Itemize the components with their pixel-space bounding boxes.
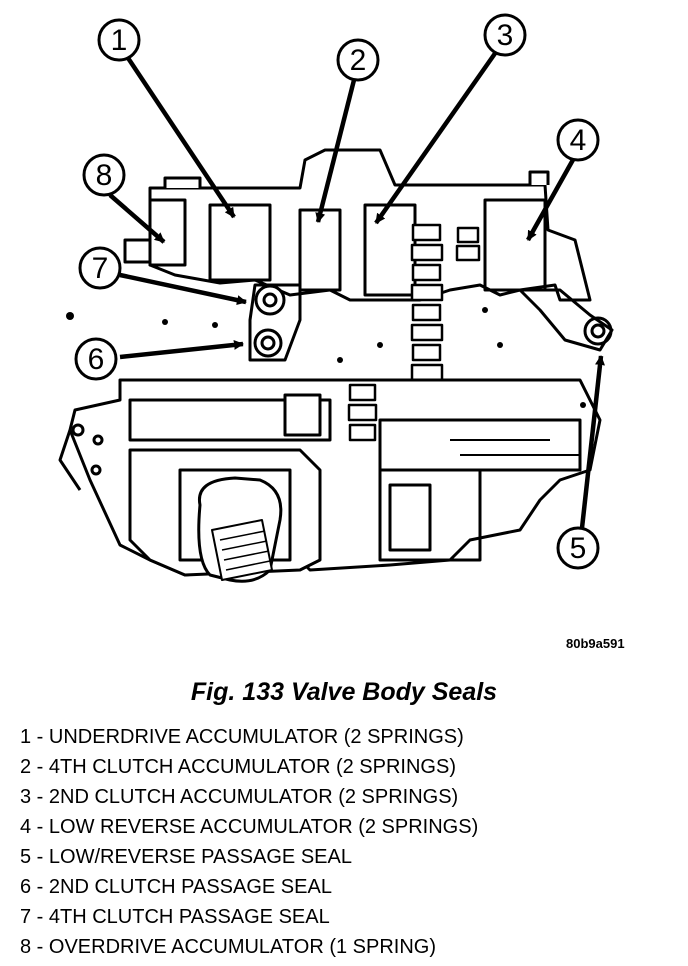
leader-7 <box>119 272 247 306</box>
callout-4-label: 4 <box>570 124 587 157</box>
callout-2: 2 <box>336 38 380 82</box>
callout-6: 6 <box>74 337 118 381</box>
leader-5 <box>579 355 605 529</box>
valve-body-illustration <box>58 148 614 583</box>
callout-3: 3 <box>483 13 527 57</box>
legend-item: 7 - 4TH CLUTCH PASSAGE SEAL <box>20 906 330 928</box>
valve-body-diagram: 1 2 3 4 5 6 7 8 <box>58 13 614 583</box>
image-code: 80b9a591 <box>566 636 625 651</box>
callout-7: 7 <box>78 246 122 290</box>
callout-1: 1 <box>97 18 141 62</box>
callout-6-label: 6 <box>88 343 105 376</box>
leader-6 <box>119 339 244 360</box>
leader-1 <box>126 56 236 219</box>
leader-3 <box>374 50 498 225</box>
figure-title: Fig. 133 Valve Body Seals <box>190 678 498 706</box>
leader-4 <box>526 156 576 242</box>
legend-item: 6 - 2ND CLUTCH PASSAGE SEAL <box>20 876 332 898</box>
bolt-holes <box>66 307 586 408</box>
leader-2 <box>315 79 357 223</box>
callout-4: 4 <box>556 118 600 162</box>
callout-7-label: 7 <box>92 252 109 285</box>
leader-lines <box>108 50 605 529</box>
legend-list: 1 - UNDERDRIVE ACCUMULATOR (2 SPRINGS) 2… <box>20 722 478 962</box>
callout-1-label: 1 <box>111 24 128 57</box>
legend-item: 5 - LOW/REVERSE PASSAGE SEAL <box>20 846 352 868</box>
callout-2-label: 2 <box>350 44 367 77</box>
legend-item: 3 - 2ND CLUTCH ACCUMULATOR (2 SPRINGS) <box>20 786 459 808</box>
legend-item: 2 - 4TH CLUTCH ACCUMULATOR (2 SPRINGS) <box>20 756 456 778</box>
callout-8: 8 <box>82 153 126 197</box>
leader-8 <box>108 193 166 244</box>
callout-8-label: 8 <box>96 159 113 192</box>
legend-item: 1 - UNDERDRIVE ACCUMULATOR (2 SPRINGS) <box>20 726 464 748</box>
callout-5: 5 <box>556 526 600 570</box>
callout-3-label: 3 <box>497 19 514 52</box>
legend-item: 4 - LOW REVERSE ACCUMULATOR (2 SPRINGS) <box>20 816 479 838</box>
callout-5-label: 5 <box>570 532 587 565</box>
legend-item: 8 - OVERDRIVE ACCUMULATOR (1 SPRING) <box>20 936 436 958</box>
